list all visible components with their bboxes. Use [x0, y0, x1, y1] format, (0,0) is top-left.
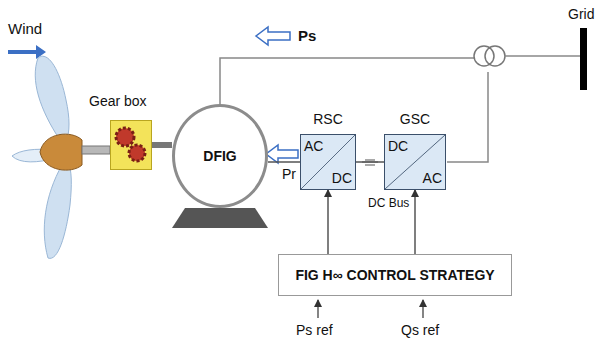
power-arrow [266, 145, 298, 163]
wind-label: Wind [8, 20, 42, 37]
transformer [485, 46, 505, 66]
converter-side: DC [332, 170, 352, 186]
shaft [82, 146, 110, 154]
grid-side-wire [447, 72, 488, 162]
control-box: FIG H∞ CONTROL STRATEGY [278, 254, 512, 296]
converter-name: GSC [385, 111, 445, 127]
reference-signal: Qs ref [401, 322, 439, 338]
converter-box: RSCACDC [300, 134, 356, 190]
blade [44, 162, 71, 258]
power-label: Pr [282, 166, 296, 182]
connector [327, 190, 329, 254]
input-arrow [422, 300, 423, 318]
generator: DFIG [172, 104, 268, 208]
part-name: Gear box [89, 93, 147, 109]
converter-box: GSCDCAC [384, 134, 446, 190]
converter-name: RSC [301, 111, 355, 127]
control-title: FIG H∞ CONTROL STRATEGY [295, 267, 494, 283]
stator-wire [220, 58, 474, 104]
bus-label: DC Bus [368, 196, 409, 210]
grid-bus [580, 28, 587, 90]
generator-name: DFIG [203, 148, 236, 164]
converter-side: DC [388, 138, 408, 154]
generator-base [172, 208, 268, 228]
power-label: Ps [298, 27, 316, 44]
input-arrow [317, 300, 318, 318]
transformer [474, 46, 494, 66]
grid-label: Grid [568, 6, 594, 22]
hub [40, 134, 82, 170]
blade [35, 56, 69, 142]
reference-signal: Ps ref [296, 322, 333, 338]
connector [268, 161, 300, 163]
converter-side: AC [423, 170, 442, 186]
gear-symbol [111, 121, 151, 169]
power-arrow [256, 27, 290, 45]
shaft [152, 142, 172, 148]
connector [414, 190, 416, 254]
connector [356, 161, 384, 163]
converter-side: AC [304, 138, 323, 154]
grid-wire [505, 55, 580, 57]
gearbox: Gear box [110, 120, 152, 170]
